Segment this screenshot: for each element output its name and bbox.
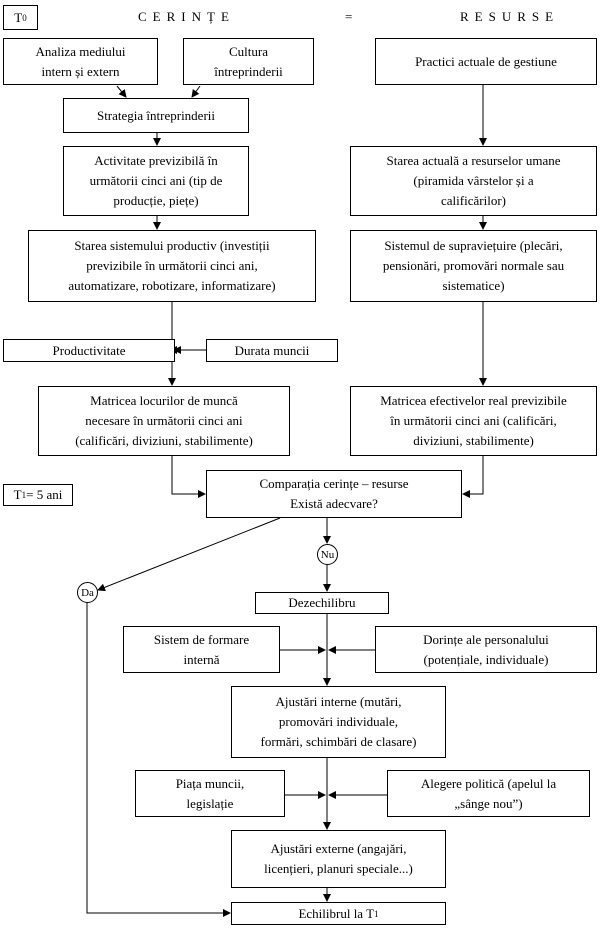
header-resurse: RESURSE bbox=[460, 9, 560, 24]
box-dorinte: Dorințe ale personalului (potențiale, in… bbox=[375, 626, 597, 673]
box-matricea-efectivelor: Matricea efectivelor real previzibile în… bbox=[350, 386, 597, 456]
box-ajustari-externe: Ajustări externe (angajări, licențieri, … bbox=[231, 830, 446, 888]
box-practici: Practici actuale de gestiune bbox=[375, 38, 597, 85]
box-analiza: Analiza mediului intern și extern bbox=[3, 38, 158, 85]
box-durata: Durata muncii bbox=[206, 339, 338, 362]
header-equals: = bbox=[345, 9, 359, 24]
node-nu: Nu bbox=[317, 544, 338, 565]
node-da: Da bbox=[77, 582, 98, 603]
box-alegere: Alegere politică (apelul la „sânge nou”) bbox=[387, 770, 590, 817]
box-ajustari-interne: Ajustări interne (mutări, promovări indi… bbox=[231, 686, 446, 758]
echilibrul-sub: 1 bbox=[374, 908, 379, 919]
box-dezechilibru: Dezechilibru bbox=[255, 592, 389, 614]
t1-rest: = 5 ani bbox=[26, 487, 63, 502]
box-matricea-locurilor: Matricea locurilor de muncă necesare în … bbox=[38, 386, 290, 456]
box-formare: Sistem de formare internă bbox=[123, 626, 280, 673]
box-piata: Piața muncii, legislație bbox=[135, 770, 285, 817]
box-strategia: Strategia întreprinderii bbox=[63, 98, 249, 133]
t1-sub: 1 bbox=[21, 490, 27, 500]
box-starea-sistemului: Starea sistemului productiv (investiții … bbox=[28, 230, 316, 302]
box-supravietuire: Sistemul de supraviețuire (plecări, pens… bbox=[350, 230, 597, 302]
header-cerinte: CERINȚE bbox=[138, 9, 235, 24]
box-cultura: Cultura întreprinderii bbox=[183, 38, 314, 85]
box-productivitate: Productivitate bbox=[3, 339, 175, 362]
box-activitate: Activitate previzibilă în următorii cinc… bbox=[63, 146, 249, 216]
t1-base: T bbox=[13, 487, 22, 502]
box-starea-actuala: Starea actuală a resurselor umane (piram… bbox=[350, 146, 597, 216]
echilibrul-base: Echilibrul la T bbox=[298, 905, 375, 921]
t0-base: T bbox=[14, 9, 23, 25]
t0-sub: 0 bbox=[22, 12, 27, 23]
box-comparatia: Comparația cerințe – resurse Există adec… bbox=[206, 470, 462, 518]
